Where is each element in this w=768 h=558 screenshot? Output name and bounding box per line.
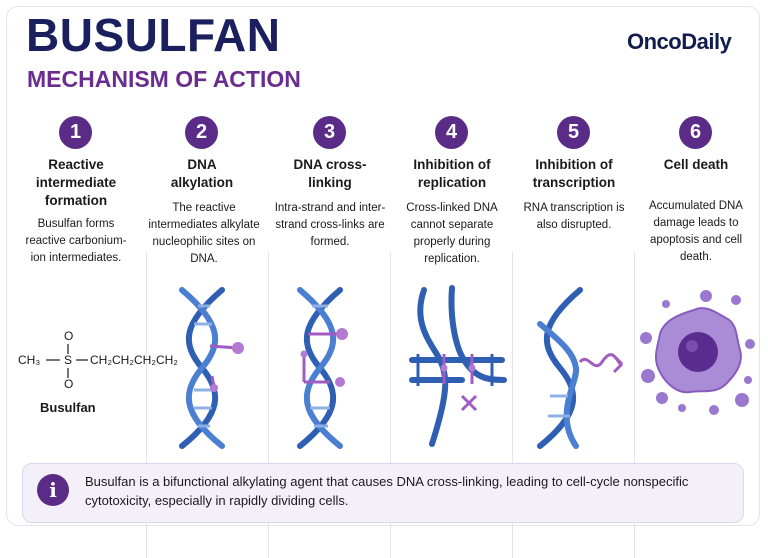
busulfan-structure: O CH₃ S CH₂CH₂CH₂CH₂ O (16, 324, 186, 404)
blocked-icon (468, 364, 476, 372)
step-3: 3 DNA cross-linking Intra-strand and int… (270, 112, 390, 449)
step-title: DNA cross-linking (293, 157, 367, 190)
page-subtitle: MECHANISM OF ACTION (27, 66, 301, 92)
page-title: BUSULFAN (26, 9, 281, 61)
oxygen-top: O (64, 329, 73, 343)
divider (634, 252, 635, 558)
step-number-badge: 2 (185, 116, 218, 149)
step-title: Inhibition of replication (413, 157, 491, 190)
divider (512, 252, 513, 558)
step-number-badge: 1 (59, 116, 92, 149)
step-4: 4 Inhibition of replication Cross-linked… (392, 112, 512, 448)
dna-helix-icon (297, 287, 348, 449)
divider (268, 252, 269, 558)
replication-block-illustration (392, 284, 512, 452)
step-description: Accumulated DNA damage leads to apoptosi… (649, 200, 743, 263)
info-icon: i (37, 474, 69, 506)
dna-helix-icon (179, 287, 244, 449)
replication-fork-icon (409, 285, 507, 447)
step-description: Busulfan forms reactive carbonium-ion in… (25, 218, 127, 264)
dna-alkylation-illustration (142, 284, 262, 452)
step-6: 6 Cell death Accumulated DNA damage lead… (636, 112, 756, 448)
butane-chain: CH₂CH₂CH₂CH₂ (90, 353, 178, 367)
step-description: Cross-linked DNA cannot separate properl… (406, 202, 498, 265)
divider (390, 252, 391, 558)
crosslink-icon (336, 328, 348, 340)
divider (146, 252, 147, 558)
step-number-badge: 3 (313, 116, 346, 149)
step-number-badge: 6 (679, 116, 712, 149)
step-description: RNA transcription is also disrupted. (523, 202, 625, 231)
step-number-badge: 5 (557, 116, 590, 149)
steps-row: 1 Reactive intermediate formation Busulf… (0, 112, 768, 558)
step-1: 1 Reactive intermediate formation Busulf… (16, 112, 136, 448)
methyl-group: CH₃ (18, 353, 40, 367)
step-title: Inhibition of transcription (532, 157, 616, 190)
chemical-structure-icon: O CH₃ S CH₂CH₂CH₂CH₂ O (18, 329, 178, 391)
step-5: 5 Inhibition of transcription RNA transc… (514, 112, 634, 449)
dna-rna-icon (537, 287, 624, 449)
info-text: Busulfan is a bifunctional alkylating ag… (85, 474, 689, 508)
step-title: Cell death (663, 157, 729, 172)
brand-logo: OncoDaily (627, 29, 732, 54)
oxygen-bottom: O (64, 377, 73, 391)
alkyl-group-icon (232, 342, 244, 354)
step-2: 2 DNA alkylation The reactive intermedia… (142, 112, 262, 449)
transcription-block-illustration (514, 284, 634, 452)
apoptotic-cell-icon (640, 290, 755, 415)
step-title: DNA alkylation (170, 157, 234, 190)
structure-label: Busulfan (40, 400, 96, 415)
step-description: The reactive intermediates alkylate nucl… (148, 202, 260, 265)
dna-crosslink-illustration (270, 284, 390, 452)
step-number-badge: 4 (435, 116, 468, 149)
sulfur-atom: S (64, 353, 72, 367)
step-title: Reactive intermediate formation (35, 157, 117, 208)
apoptotic-cell-illustration (636, 284, 756, 452)
info-banner: i Busulfan is a bifunctional alkylating … (22, 463, 744, 523)
step-description: Intra-strand and inter-strand cross-link… (274, 202, 386, 248)
